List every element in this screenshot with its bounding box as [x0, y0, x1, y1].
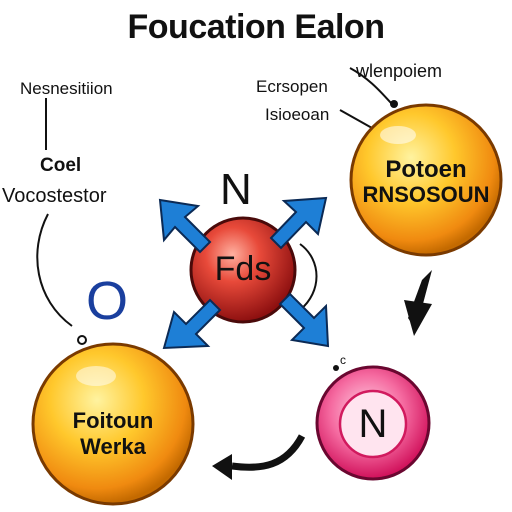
label-letter-o: O	[86, 271, 129, 331]
bottom-right-inner-disc	[338, 389, 408, 459]
black-arrow-down-head	[404, 300, 432, 336]
connector-curve-left	[36, 213, 73, 327]
arrow-down-right	[278, 292, 330, 348]
bottom-left-orb	[31, 342, 195, 506]
connector-line-mid-right	[339, 109, 373, 129]
label-letter-n-top: N	[220, 165, 252, 214]
bottom-left-orb-highlight	[76, 366, 116, 386]
center-orb	[189, 216, 297, 324]
right-orb-line1: Potoen	[385, 156, 467, 183]
right-orb-line2: RNSOSOUN	[362, 182, 490, 207]
bottom-right-orb-label: N	[358, 402, 388, 446]
center-curve	[299, 243, 318, 311]
label-top-left: Nesnesitiion	[20, 79, 113, 98]
connector-line-top-right	[349, 67, 393, 105]
bottom-left-orb-line2: Werka	[80, 434, 146, 459]
center-orb-label: Fds	[214, 250, 272, 288]
arrow-up-right	[269, 196, 328, 250]
arrow-up-left	[158, 198, 212, 254]
diagram-title: Foucation Ealon	[127, 8, 385, 46]
label-top-center-b: Isioeoan	[265, 105, 330, 124]
connector-dot-top-right	[390, 100, 398, 108]
label-top-right: wlenpoiem	[356, 61, 443, 81]
small-dot-right	[333, 365, 339, 371]
black-arrow-curve-stem	[231, 434, 306, 471]
label-left-small: Coel	[40, 155, 82, 176]
label-left-long: Vocostestor	[2, 185, 107, 207]
black-arrow-curve-head	[212, 454, 232, 480]
small-circle-left	[77, 335, 87, 345]
arrow-down-left	[162, 298, 222, 350]
bottom-left-orb-line1: Foitoun	[72, 408, 154, 433]
label-small-c: c	[340, 353, 346, 367]
right-orb-highlight	[380, 126, 416, 144]
label-top-center-a: Ecrsopen	[256, 77, 328, 96]
